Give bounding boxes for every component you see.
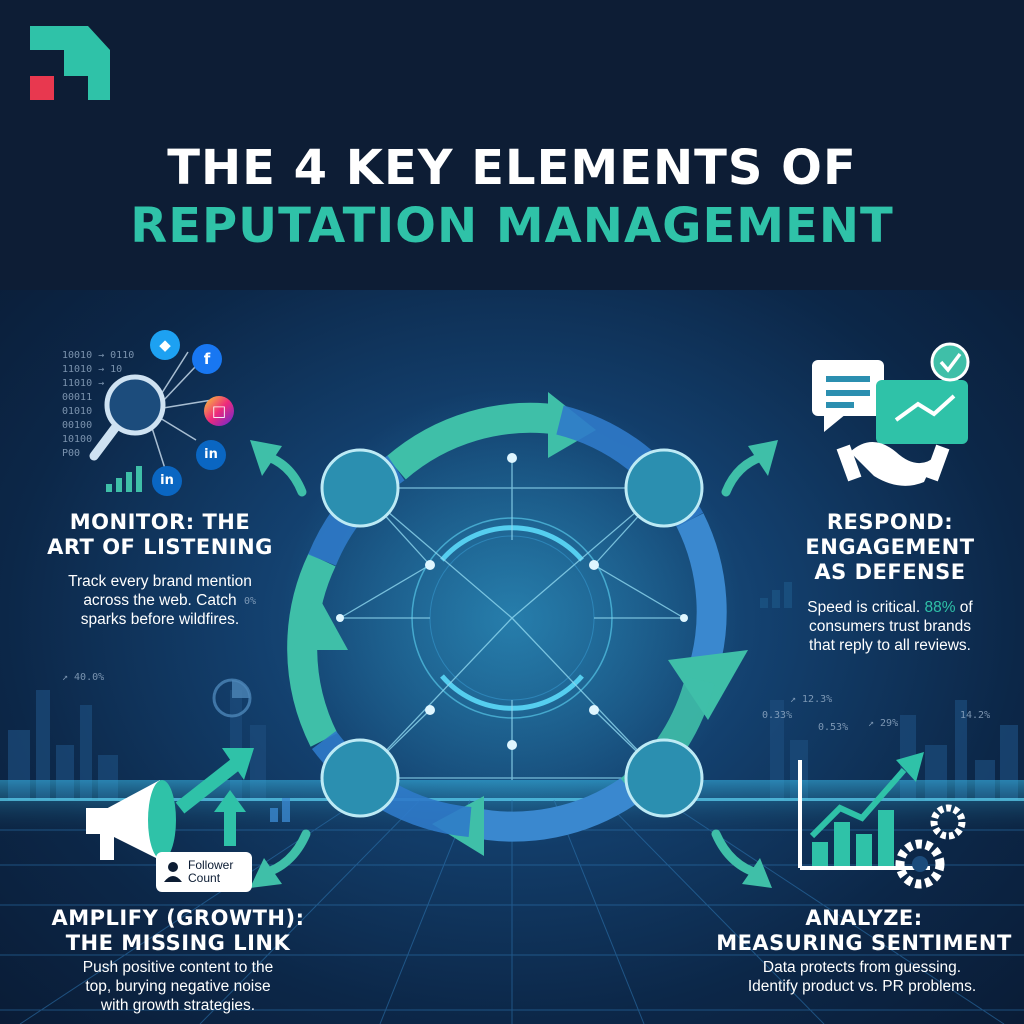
stat-label: 14.2% [960,710,991,721]
binary-text: 01010 [62,406,93,417]
instagram-icon: □ [204,396,234,426]
chart-gears-icon [798,752,966,889]
stat-label: ↗ 12.3% [790,694,833,705]
binary-text: 00011 [62,392,93,403]
background-art [0,342,1024,1024]
node-monitor [320,448,400,528]
node-analyze [624,738,704,818]
stat-label: 0% [244,596,257,607]
monitor-description: Track every brand mention across the web… [68,573,252,628]
node-amplify [320,738,400,818]
binary-text: 00100 [62,420,93,431]
binary-text: 11010 → 10 [62,364,123,375]
stat-label: 0.53% [818,722,849,733]
stat-label: 0.33% [762,710,793,721]
megaphone-icon [86,748,290,860]
page-subtitle: REPUTATION MANAGEMENT [130,198,894,254]
analyze-heading: ANALYZE: MEASURING SENTIMENT [716,906,1012,955]
stat-label: ↗ 40.0% [62,672,105,683]
binary-text: 11010 → [62,378,105,389]
monitor-heading: MONITOR: THE ART OF LISTENING [47,510,273,559]
respond-heading: RESPOND: ENGAGEMENT AS DEFENSE [805,510,975,584]
amplify-heading: AMPLIFY (GROWTH): THE MISSING LINK [51,906,305,955]
facebook-icon: f [192,344,222,374]
diagram-area: ◆ f □ in in 10010 → 0110 11010 → 10 1101… [0,290,1024,1024]
node-respond [624,448,704,528]
follower-count-badge: Follower Count [156,852,252,892]
badge-label-1: Follower [188,858,234,872]
magnifier-icon [89,351,213,492]
amplify-description: Push positive content to the top, buryin… [82,959,274,1014]
linkedin-icon: in [196,440,226,470]
twitter-icon: ◆ [150,330,180,360]
analyze-description: Data protects from guessing. Identify pr… [747,959,977,995]
page-title: THE 4 KEY ELEMENTS OF [167,140,857,196]
stat-label: ↗ 29% [868,718,899,729]
chat-handshake-icon [812,342,970,486]
binary-text: 10100 [62,434,93,445]
header: THE 4 KEY ELEMENTS OF REPUTATION MANAGEM… [0,0,1024,290]
badge-label-2: Count [188,871,221,885]
stat-highlight: 88% [924,599,956,616]
user-icon [164,862,182,882]
binary-text: 10010 → 0110 [62,350,135,361]
binary-text: P00 [62,448,81,459]
respond-description: Speed is critical. 88% of consumers trus… [807,599,973,654]
brand-logo [30,26,110,100]
linkedin-icon: in [152,466,182,496]
